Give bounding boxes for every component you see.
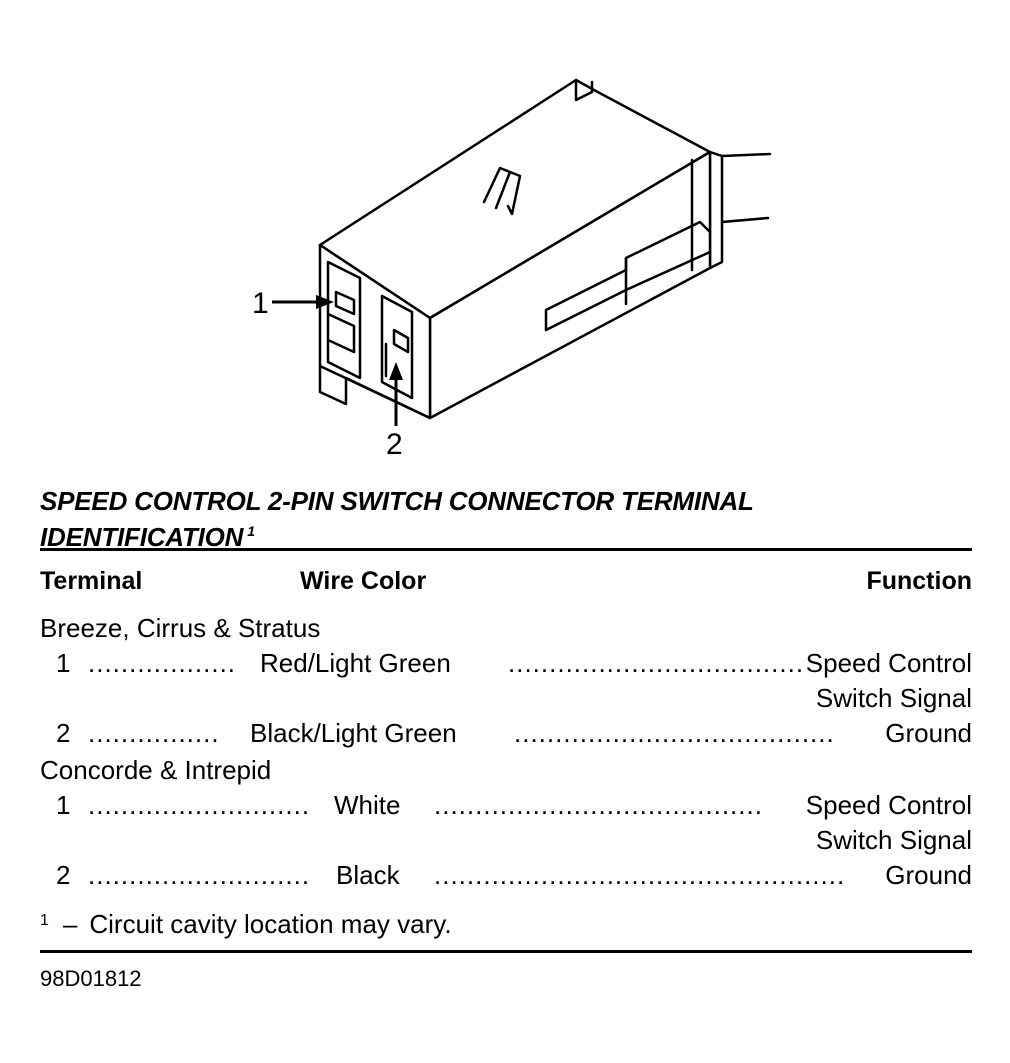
terminal-number: 1: [56, 648, 71, 678]
dot-leader: .......................................: [514, 718, 835, 748]
function: Speed Control: [805, 648, 972, 678]
terminal-number: 2: [56, 860, 71, 890]
connector-illustration: [272, 78, 772, 426]
header-terminal: Terminal: [40, 567, 143, 595]
dot-leader: ...........................: [88, 860, 311, 890]
footnote-text: Circuit cavity location may vary.: [89, 909, 452, 939]
group-heading-breeze-cirrus-stratus: Breeze, Cirrus & Stratus: [40, 613, 321, 643]
table-row: 1 ........................... White ....…: [56, 790, 972, 822]
dot-leader: ................: [88, 718, 220, 748]
dot-leader: ........................................…: [434, 860, 846, 890]
table-row: 1 .................. Red/Light Green ...…: [56, 648, 972, 680]
terminal-number: 2: [56, 718, 71, 748]
table-bottom-rule: [40, 950, 972, 953]
header-wire-color: Wire Color: [300, 567, 427, 595]
function-continuation: Switch Signal: [815, 825, 972, 855]
table-title-text: SPEED CONTROL 2-PIN SWITCH CONNECTOR TER…: [40, 486, 754, 552]
figure-code: 98D01812: [40, 966, 142, 991]
table-row: 2 ........................... Black ....…: [56, 860, 972, 892]
wire-color: Black/Light Green: [250, 718, 457, 748]
table-top-rule: [40, 548, 972, 551]
function-continuation: Switch Signal: [815, 683, 972, 713]
callout-label-1: 1: [252, 287, 269, 320]
footnote-dash: –: [62, 909, 78, 939]
function: Ground: [885, 860, 972, 890]
title-footnote-mark: 1: [247, 523, 255, 539]
dot-leader: ...........................: [88, 790, 311, 820]
terminal-number: 1: [56, 790, 71, 820]
callout-label-2: 2: [386, 428, 403, 461]
dot-leader: ....................................: [508, 648, 805, 678]
dot-leader: ..................: [88, 648, 237, 678]
wire-color: White: [334, 790, 401, 820]
group-heading-concorde-intrepid: Concorde & Intrepid: [40, 755, 272, 785]
table-row: 2 ................ Black/Light Green ...…: [56, 718, 972, 750]
table-title: SPEED CONTROL 2-PIN SWITCH CONNECTOR TER…: [40, 486, 860, 552]
function: Speed Control: [805, 790, 972, 820]
wire-color: Black: [336, 860, 400, 890]
dot-leader: ........................................: [434, 790, 763, 820]
footnote: 1–Circuit cavity location may vary.: [40, 906, 452, 939]
footnote-mark: 1: [40, 912, 49, 929]
function: Ground: [885, 718, 972, 748]
header-function: Function: [866, 567, 972, 595]
wire-color: Red/Light Green: [260, 648, 451, 678]
